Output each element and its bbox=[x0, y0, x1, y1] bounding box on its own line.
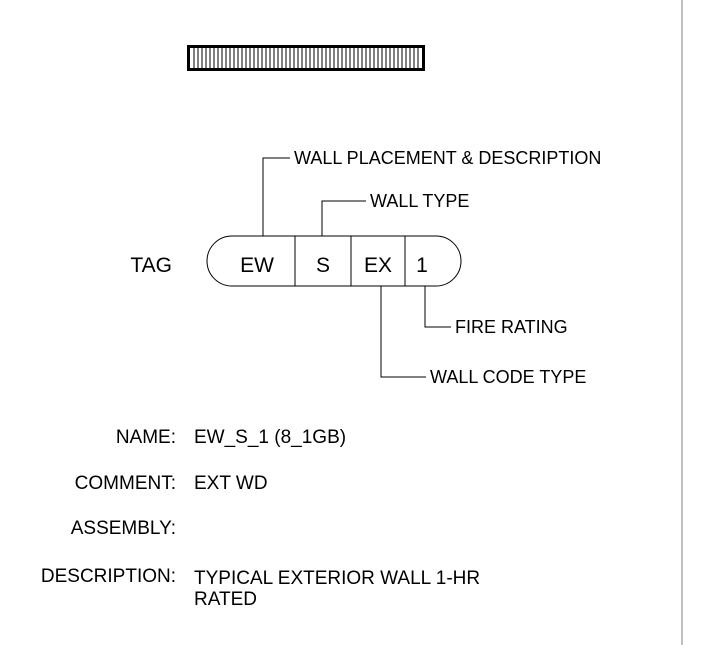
description-value: TYPICAL EXTERIOR WALL 1-HR RATED bbox=[194, 568, 481, 610]
callout-wall-code-type: WALL CODE TYPE bbox=[430, 367, 586, 387]
name-value: EW_S_1 (8_1GB) bbox=[194, 427, 347, 448]
type-leader-line bbox=[321, 200, 366, 236]
tag-cell-wall-type: S bbox=[316, 254, 330, 277]
tag-cell-placement: EW bbox=[240, 254, 274, 277]
callout-fire-rating: FIRE RATING bbox=[455, 317, 568, 337]
tag-cell-code-type: EX bbox=[364, 254, 392, 277]
wall-section-swatch bbox=[187, 45, 425, 71]
callout-wall-type: WALL TYPE bbox=[370, 191, 469, 211]
assembly-label: ASSEMBLY: bbox=[70, 518, 176, 539]
name-label: NAME: bbox=[115, 427, 176, 448]
wall-tag: EW S EX 1 bbox=[206, 235, 462, 287]
placement-leader-line bbox=[262, 157, 290, 236]
tag-label: TAG bbox=[130, 254, 172, 277]
callout-wall-placement: WALL PLACEMENT & DESCRIPTION bbox=[294, 148, 601, 168]
rating-leader-line bbox=[424, 286, 451, 328]
comment-label: COMMENT: bbox=[74, 473, 176, 494]
description-label: DESCRIPTION: bbox=[40, 566, 176, 587]
tag-cell-fire-rating: 1 bbox=[416, 254, 428, 277]
code-leader-line bbox=[380, 286, 426, 378]
wall-tag-outline bbox=[206, 235, 462, 287]
comment-value: EXT WD bbox=[194, 473, 268, 494]
